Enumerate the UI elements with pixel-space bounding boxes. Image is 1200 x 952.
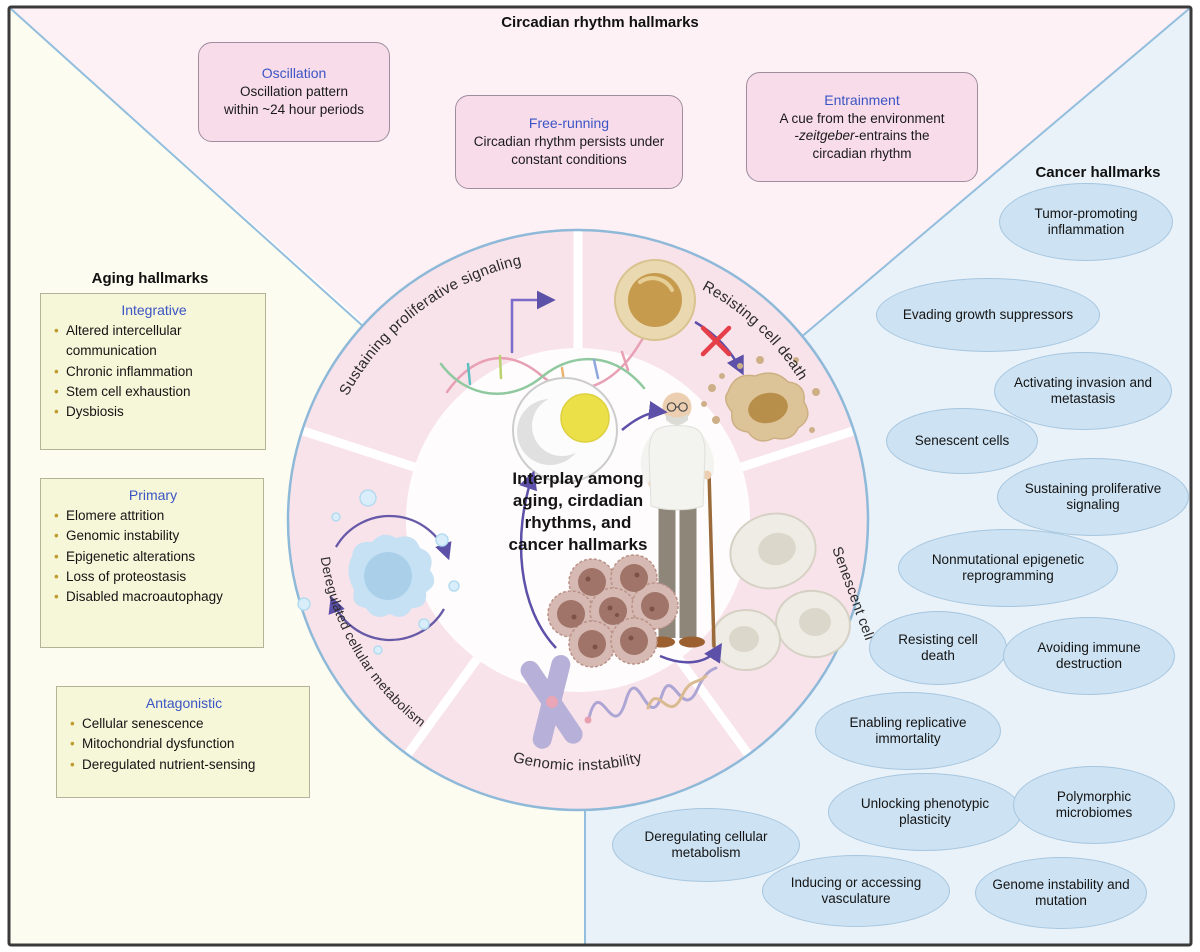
center-text-line: aging, cirdadian — [512, 491, 644, 511]
beard — [666, 414, 688, 425]
entrainment-box: Entrainment A cue from the environment -… — [746, 72, 978, 182]
cancer-hallmark-label: Nonmutational epigenetic reprogramming — [931, 551, 1085, 583]
aging-item: Altered intercellular communication — [53, 321, 255, 362]
cancer-hallmark-label: Unlocking phenotypic plasticity — [860, 795, 990, 827]
oscillation-line2: within ~24 hour periods — [224, 102, 364, 117]
day-night-icon — [512, 377, 618, 483]
cancer-hallmarks-header: Cancer hallmarks — [1035, 164, 1161, 181]
cancer-hallmark-label: Enabling replicative immortality — [849, 714, 967, 746]
circadian-hallmarks-header: Circadian rhythm hallmarks — [501, 14, 699, 31]
metabolite-bubbles — [297, 489, 460, 655]
entrainment-line3: circadian rhythm — [812, 145, 912, 161]
primary-title: Primary — [128, 487, 178, 503]
aging-item: Mitochondrial dysfunction — [69, 734, 299, 755]
genomic-instability-illustration — [520, 655, 718, 749]
red-x-icon — [700, 325, 732, 357]
integrative-box: Integrative Altered intercellular commun… — [40, 293, 266, 450]
entrainment-line2: -zeitgeber-entrains the — [794, 128, 930, 144]
cancer-hallmark-ellipse: Evading growth suppressors — [876, 278, 1100, 352]
cycle-arrow-bottom — [328, 595, 445, 642]
oscillation-line1: Oscillation pattern — [239, 84, 349, 100]
cancer-hallmark-label: Senescent cells — [914, 432, 1010, 448]
aging-item: Disabled macroautophagy — [53, 587, 253, 608]
cancer-hallmark-ellipse: Deregulating cellular metabolism — [612, 808, 800, 882]
figure-frame — [7, 5, 1193, 947]
ring-border — [286, 228, 870, 812]
cancer-hallmark-ellipse: Genome instability and mutation — [975, 857, 1147, 929]
cancer-hallmark-ellipse: Nonmutational epigenetic reprogramming — [898, 529, 1118, 607]
healthy-cell-nucleus — [628, 273, 682, 327]
cancer-hallmark-ellipse: Inducing or accessing vasculature — [762, 855, 950, 927]
cancer-hallmark-label: Polymorphic microbiomes — [1055, 788, 1133, 820]
cancer-hallmark-ellipse: Resisting cell death — [869, 611, 1007, 685]
aging-item: Loss of proteostasis — [53, 567, 253, 588]
walking-cane — [707, 470, 716, 648]
cancer-hallmark-label: Inducing or accessing vasculature — [790, 874, 922, 906]
aging-item: Dysbiosis — [53, 402, 255, 423]
sun-shape — [560, 393, 610, 443]
cancer-hallmark-label: Genome instability and mutation — [992, 876, 1130, 908]
resisting-cell-death-illustration — [614, 259, 820, 442]
antagonistic-title: Antagonistic — [145, 695, 223, 711]
free-running-box: Free-running Circadian rhythm persists u… — [455, 95, 683, 189]
antagonistic-box: Antagonistic Cellular senescence Mitocho… — [56, 686, 310, 798]
right-leg — [679, 500, 697, 638]
chromosome — [520, 655, 583, 749]
unwound-dna-coil — [586, 666, 718, 724]
center-interplay-text: Interplay among aging, cirdadian rhythms… — [468, 468, 688, 556]
cancer-hallmark-ellipse: Activating invasion and metastasis — [994, 352, 1172, 430]
senescent-cells-illustration — [711, 512, 851, 671]
cancer-hallmark-ellipse: Avoiding immune destruction — [1003, 617, 1175, 695]
cancer-hallmark-label: Sustaining proliferative signaling — [1024, 480, 1162, 512]
primary-box: Primary Elomere attrition Genomic instab… — [40, 478, 264, 648]
arrow-cancer-to-aging — [659, 642, 722, 664]
cancer-hallmark-label: Resisting cell death — [898, 631, 978, 663]
free-running-line2: constant conditions — [511, 152, 627, 167]
entrainment-title: Entrainment — [824, 91, 900, 108]
metabolism-illustration — [297, 489, 460, 655]
center-text-line: rhythms, and — [524, 513, 632, 533]
torso — [648, 425, 706, 511]
cancer-hallmark-ellipse: Unlocking phenotypic plasticity — [828, 773, 1022, 851]
arrow-circadian-to-aging — [621, 401, 668, 431]
aging-item: Elomere attrition — [53, 506, 253, 527]
free-running-line1: Circadian rhythm persists under — [473, 134, 665, 150]
cancer-hallmark-label: Tumor-promoting inflammation — [1034, 205, 1138, 237]
center-text-line: cancer hallmarks — [508, 535, 648, 555]
right-shoe — [679, 636, 705, 648]
cancer-hallmark-ellipse: Enabling replicative immortality — [815, 692, 1001, 770]
cancer-hallmark-label: Deregulating cellular metabolism — [644, 828, 768, 860]
oscillation-title: Oscillation — [261, 65, 327, 82]
entrainment-line1: A cue from the environment — [779, 110, 945, 126]
interplay-cycle-arrows — [519, 401, 722, 664]
transcription-arrow — [510, 290, 556, 354]
aging-item: Deregulated nutrient-sensing — [69, 755, 299, 776]
metabolic-cell-nucleus — [364, 552, 412, 600]
cancer-hallmark-ellipse: Tumor-promoting inflammation — [999, 183, 1173, 261]
integrative-title: Integrative — [121, 302, 187, 318]
free-running-title: Free-running — [528, 115, 610, 132]
arrow-cancer-to-circadian — [519, 470, 557, 649]
cancer-hallmark-label: Evading growth suppressors — [902, 306, 1074, 322]
cancer-hallmark-ellipse: Polymorphic microbiomes — [1013, 766, 1175, 844]
tumor-cluster-illustration — [547, 554, 679, 668]
aging-item: Chronic inflammation — [53, 362, 255, 383]
aging-item: Cellular senescence — [69, 714, 299, 735]
cell-debris — [701, 356, 820, 433]
aging-item: Stem cell exhaustion — [53, 382, 255, 403]
cancer-hallmark-label: Avoiding immune destruction — [1037, 639, 1141, 671]
cancer-hallmark-label: Activating invasion and metastasis — [1013, 374, 1153, 406]
center-text-line: Interplay among — [512, 469, 644, 488]
aging-item: Epigenetic alterations — [53, 547, 253, 568]
aging-item: Genomic instability — [53, 526, 253, 547]
oscillation-box: Oscillation Oscillation pattern within ~… — [198, 42, 390, 142]
zeitgeber-italic: zeitgeber — [798, 128, 855, 144]
aging-hallmarks-header: Aging hallmarks — [91, 270, 209, 287]
cancer-hallmark-ellipse: Sustaining proliferative signaling — [997, 458, 1189, 536]
cancer-hallmark-ellipse: Senescent cells — [886, 408, 1038, 474]
